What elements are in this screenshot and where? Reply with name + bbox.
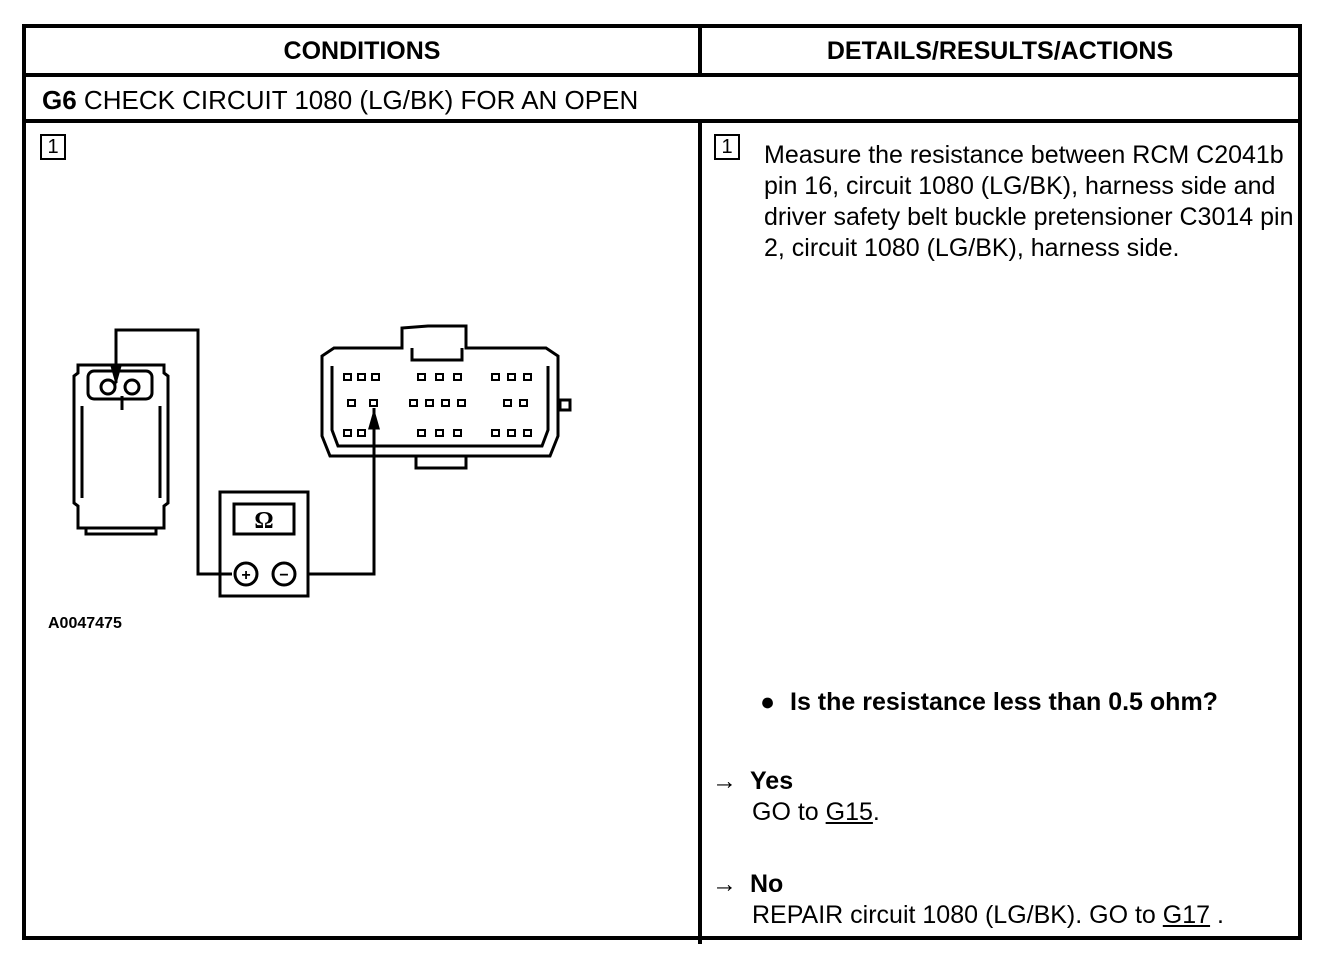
ohmmeter-icon (218, 490, 310, 598)
test-code: G6 (42, 85, 77, 115)
test-title: G6 CHECK CIRCUIT 1080 (LG/BK) FOR AN OPE… (42, 79, 638, 121)
table-bottom-rule (22, 936, 1302, 940)
body-divider (698, 123, 702, 944)
result-yes-action: GO to G15. (712, 797, 880, 828)
conditions-header: CONDITIONS (283, 37, 441, 65)
pretensioner-connector-icon (72, 363, 170, 536)
header-divider (698, 28, 702, 75)
result-no-action-text: REPAIR circuit 1080 (LG/BK). GO to (752, 901, 1156, 929)
result-yes: → Yes GO to G15. (712, 766, 880, 828)
arrow-right-icon: → (712, 767, 737, 795)
diagnostic-table: CONDITIONS DETAILS/RESULTS/ACTIONS G6 CH… (22, 24, 1302, 944)
header-rule (26, 73, 1298, 77)
bullet-icon: ● (760, 688, 776, 716)
result-no-label: No (750, 870, 784, 898)
title-rule (26, 119, 1298, 123)
arrow-right-icon: → (712, 870, 737, 898)
minus-terminal-label: − (279, 567, 288, 584)
figure-id: A0047475 (48, 615, 122, 632)
step-description: Measure the resistance between RCM C2041… (764, 141, 1294, 262)
details-header: DETAILS/RESULTS/ACTIONS (826, 37, 1174, 65)
condition-step-number: 1 (40, 134, 66, 160)
link-g15[interactable]: G15 (825, 798, 873, 826)
result-yes-suffix: . (872, 798, 880, 826)
ohm-symbol: Ω (254, 508, 273, 534)
test-title-text: CHECK CIRCUIT 1080 (LG/BK) FOR AN OPEN (83, 85, 639, 115)
action-step-number: 1 (714, 134, 740, 160)
result-no: → No REPAIR circuit 1080 (LG/BK). GO to G… (712, 869, 1224, 931)
result-yes-label: Yes (750, 767, 794, 795)
rcm-connector-icon (320, 324, 572, 470)
question-text: Is the resistance less than 0.5 ohm? (790, 688, 1218, 716)
step-question: ● Is the resistance less than 0.5 ohm? (760, 688, 1218, 717)
result-yes-action-text: GO to (752, 798, 819, 826)
result-no-suffix: . (1210, 901, 1224, 929)
plus-terminal-label: + (241, 567, 250, 584)
result-no-action: REPAIR circuit 1080 (LG/BK). GO to G17 . (712, 900, 1224, 931)
wiring-diagram: Ω + − A0047475 (48, 324, 572, 632)
link-g17[interactable]: G17 (1162, 901, 1211, 929)
